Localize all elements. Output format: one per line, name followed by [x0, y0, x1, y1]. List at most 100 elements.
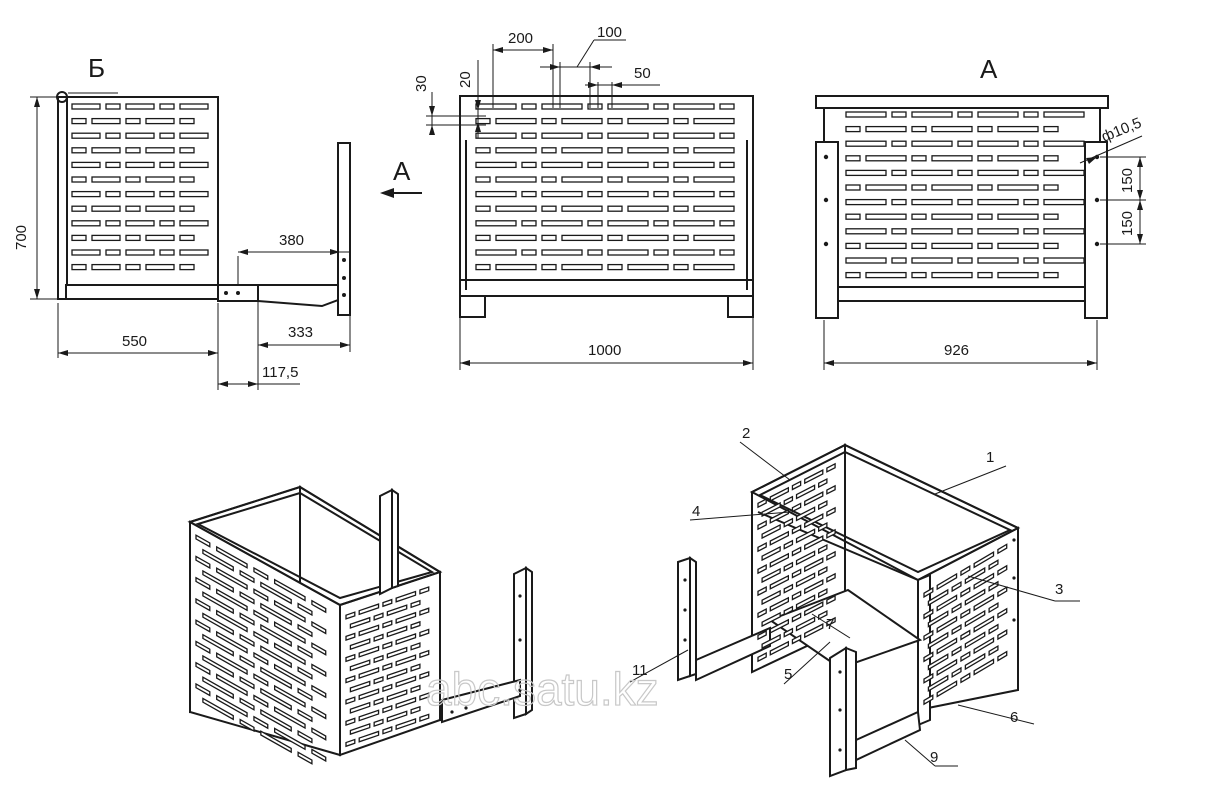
perforation-slot [349, 722, 371, 736]
perforation-slot [382, 726, 393, 735]
dim-550: 550 [122, 333, 147, 350]
part-number-9: 9 [930, 749, 938, 766]
perforation-slot [769, 486, 789, 502]
perforation-slot [891, 169, 907, 177]
perforation-slot [845, 140, 887, 147]
perforation-slot [297, 687, 313, 702]
perforation-slot [957, 257, 973, 264]
perforation-slot [274, 578, 306, 602]
perforation-slot [410, 705, 421, 715]
perforation-slot [358, 603, 380, 616]
perforation-slot [997, 586, 1008, 598]
dim-200: 200 [508, 30, 533, 47]
perforation-slot [311, 620, 327, 635]
perforation-slot [997, 629, 1008, 641]
perforation-slot [757, 564, 767, 575]
perforation-slot [845, 257, 887, 264]
perforation-slot [931, 242, 973, 250]
perforation-slot [349, 616, 371, 629]
perforation-slot [977, 125, 993, 133]
perforation-slot [71, 234, 87, 242]
perforation-slot [587, 220, 603, 227]
rear-view: A 926 ф10,5 [815, 54, 1146, 370]
dim-30: 30 [413, 75, 430, 92]
perforation-slot [125, 205, 141, 212]
perforation-slot [1043, 125, 1059, 133]
isometric-assembly-closed [187, 485, 533, 765]
perforation-slot [977, 271, 993, 279]
perforation-slot [957, 111, 973, 118]
perforation-slot [791, 524, 802, 535]
perforation-slot [693, 117, 735, 125]
perforation-slot [826, 572, 836, 583]
perforation-slot [931, 213, 973, 220]
perforation-slot [91, 234, 121, 242]
perforation-slot [977, 198, 1019, 206]
perforation-slot [311, 599, 327, 614]
part-number-1: 1 [986, 449, 994, 466]
perforation-slot [274, 599, 306, 623]
perforation-slot [358, 645, 380, 658]
perforation-slot [345, 674, 356, 684]
perforation-slot [627, 117, 669, 125]
perforation-slot [865, 242, 907, 250]
dim-380: 380 [279, 232, 304, 249]
perforation-slot [1023, 140, 1039, 147]
perforation-slot [826, 550, 836, 561]
perforation-slot [202, 654, 234, 678]
dim-700: 700 [13, 225, 30, 250]
perforation-slot [382, 619, 393, 629]
perforation-slot [358, 730, 380, 743]
perforation-slot [818, 543, 828, 555]
perforation-slot [936, 658, 958, 677]
perforation-slot [159, 249, 175, 256]
perforation-slot [845, 111, 887, 118]
part-number-3: 3 [1055, 581, 1063, 598]
perforation-slot [964, 588, 986, 606]
perforation-slot [865, 271, 907, 279]
view-a-arrow-label: A [393, 156, 411, 186]
perforation-slot [419, 649, 430, 659]
perforation-slot [179, 147, 195, 154]
perforation-slot [607, 220, 649, 227]
perforation-slot [495, 117, 537, 125]
perforation-slot [541, 103, 583, 110]
perforation-slot [845, 155, 861, 162]
perforation-slot [826, 462, 836, 473]
perforation-slot [761, 611, 781, 628]
perforation-slot [1043, 213, 1059, 220]
perforation-slot [927, 674, 949, 693]
perforation-slot [977, 140, 1019, 147]
perforation-slot [521, 132, 537, 139]
perforation-slot [159, 220, 175, 227]
perforation-slot [239, 633, 255, 648]
perforation-slot [957, 169, 973, 177]
perforation-slot [386, 604, 408, 617]
perforation-slot [973, 615, 995, 633]
perforation-slot [795, 572, 816, 588]
perforation-slot [693, 147, 735, 154]
perforation-slot [891, 228, 907, 235]
perforation-slot [673, 132, 715, 139]
perforation-slot [1043, 228, 1085, 235]
perforation-slot [345, 717, 356, 726]
part-number-2: 2 [742, 425, 750, 442]
perforation-slot [125, 161, 155, 169]
perforation-slot [541, 263, 557, 271]
perforation-slot [927, 631, 949, 650]
perforation-slot [386, 646, 408, 659]
perforation-slot [179, 132, 209, 139]
perforation-slot [911, 198, 953, 206]
perforation-slot [125, 263, 141, 271]
perforation-slot [845, 228, 887, 235]
perforation-slot [349, 701, 371, 714]
perforation-slot [936, 615, 958, 634]
perforation-slot [202, 569, 234, 593]
perforation-slot [91, 117, 121, 125]
dim-hole-diameter: ф10,5 [1099, 114, 1144, 145]
perforation-slot [927, 588, 949, 607]
perforation-slot [345, 738, 356, 748]
perforation-slot [804, 557, 824, 573]
perforation-slot [911, 155, 927, 162]
